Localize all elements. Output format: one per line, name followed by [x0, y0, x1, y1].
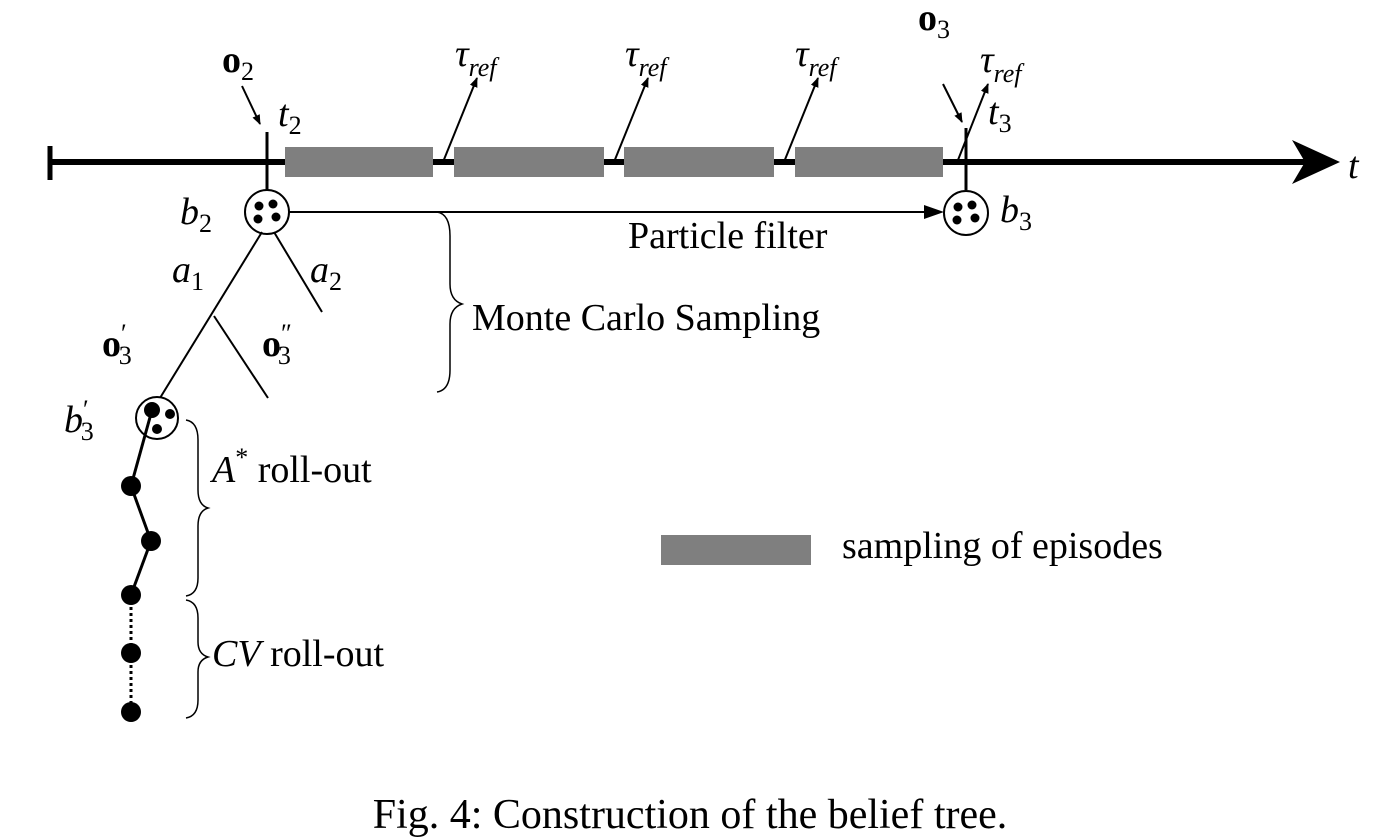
episode-bars	[285, 147, 943, 177]
tree-branches	[159, 231, 323, 399]
tau-ref-label: τref	[455, 33, 500, 82]
rollout-node	[141, 531, 161, 551]
episode-bar	[285, 147, 433, 177]
t3-marker	[942, 83, 968, 190]
rollout-node	[121, 643, 141, 663]
o3-label: o3	[918, 0, 950, 44]
rollout-node	[121, 702, 141, 722]
legend: sampling of episodes	[661, 525, 1163, 567]
tau-ref-label: τref	[980, 39, 1025, 88]
episode-bar	[624, 147, 774, 177]
cv-rollout-label: CV roll-out	[212, 633, 384, 675]
b2-label: b2	[180, 191, 212, 238]
belief-node-b3-prime	[135, 396, 179, 440]
o3-double-prime-label: o″3	[262, 319, 292, 370]
legend-swatch	[661, 535, 811, 565]
t2-marker	[241, 85, 269, 190]
axis-label-t: t	[1348, 145, 1360, 187]
tau-ref-label: τref	[625, 33, 670, 82]
tau-ref-label: τref	[795, 33, 840, 82]
rollout-chain	[121, 409, 161, 722]
tau-ref-arrows	[442, 77, 989, 163]
a2-label: a2	[310, 249, 342, 296]
astar-brace	[185, 419, 211, 597]
belief-node-b2	[244, 189, 290, 235]
o3-prime-label: o′3	[102, 319, 132, 370]
t2-label: t2	[278, 93, 302, 140]
a1-label: a1	[172, 249, 204, 296]
episode-bar	[454, 147, 604, 177]
particle-filter-arrow	[289, 205, 944, 219]
b3-label: b3	[1000, 189, 1032, 236]
monte-carlo-label: Monte Carlo Sampling	[472, 297, 820, 339]
legend-label: sampling of episodes	[842, 525, 1163, 567]
t3-label: t3	[988, 91, 1012, 138]
monte-carlo-brace	[436, 211, 465, 393]
particle-filter-label: Particle filter	[628, 215, 828, 257]
axis-arrowhead	[1292, 140, 1340, 184]
figure-caption: Fig. 4: Construction of the belief tree.	[373, 792, 1008, 838]
astar-rollout-label: A* roll-out	[209, 443, 372, 491]
belief-node-b3	[943, 190, 989, 236]
episode-bar	[795, 147, 943, 177]
cv-brace	[185, 599, 211, 719]
rollout-node	[121, 585, 141, 605]
o2-label: o2	[222, 39, 254, 86]
rollout-node	[121, 476, 141, 496]
b3-prime-label: b′3	[64, 395, 94, 446]
